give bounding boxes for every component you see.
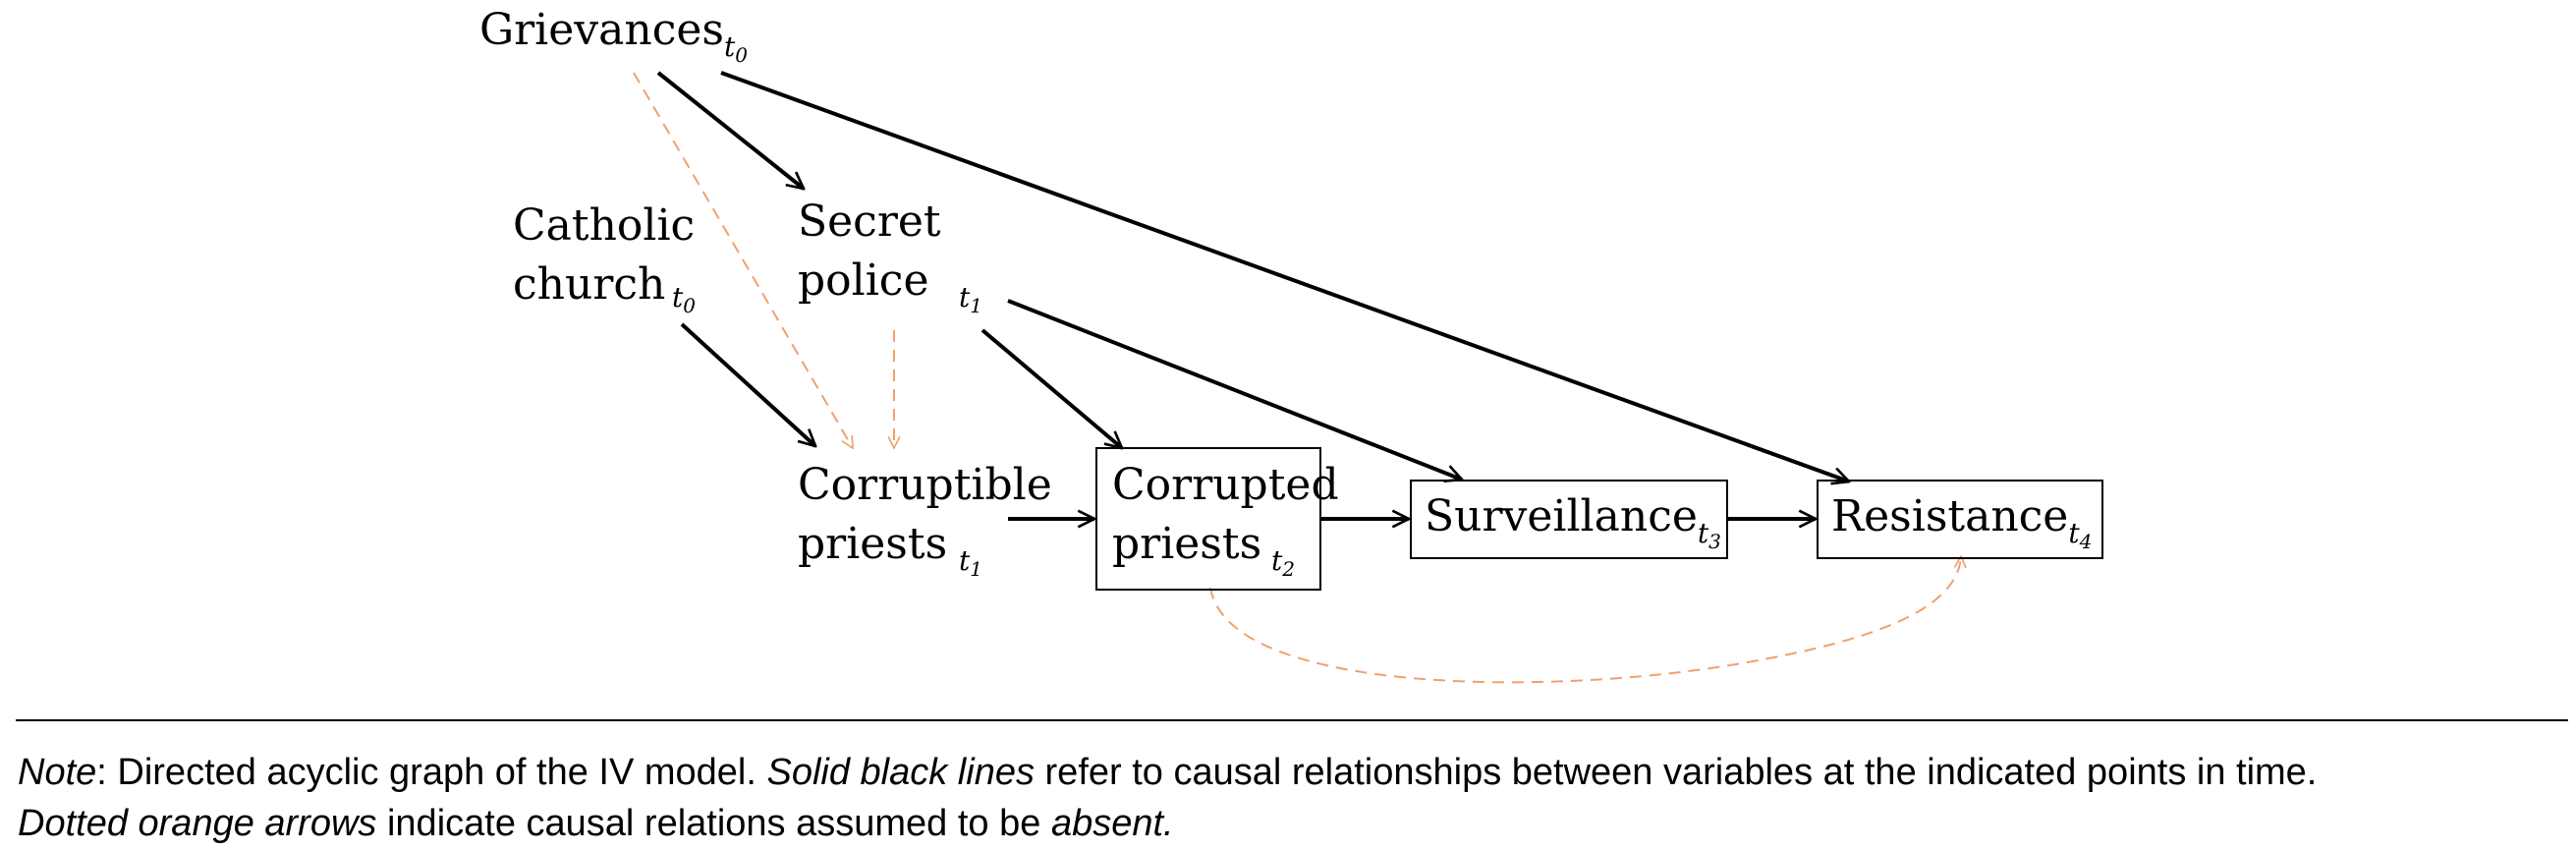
edge-grievances-secret-police [656,71,804,189]
resistance-node: Resistancet4 [1831,491,2092,553]
edge-secret-police-surveillance [1007,299,1462,480]
edge-catholic-church-corruptible-priests [680,322,815,446]
surveillance-box [1410,480,1728,559]
corruptible-priests-time: t1 [959,544,982,581]
corruptible-priests-line2: priests [798,519,947,569]
edge-secret-police-corrupted-priests [980,328,1122,448]
note-text-1: : Directed acyclic graph of the IV model… [96,752,767,793]
surveillance-node: Surveillancet3 [1425,491,1721,553]
catholic-church-line1: Catholic [513,200,695,251]
note-italic-solid: Solid black lines [766,752,1035,793]
figure-note: Note: Directed acyclic graph of the IV m… [18,747,2572,849]
corrupted-priests-line2: priests [1112,519,1261,569]
secret-police-time: t1 [959,281,982,317]
catholic-church-line2: church [513,259,665,310]
edge-grievances-resistance [720,71,1849,482]
resistance-box [1817,480,2103,559]
absent-edge-corrupted-resistance [1209,556,1961,684]
note-label: Note [18,752,97,793]
secret-police-line1: Secret [798,197,941,247]
note-italic-absent: absent. [1050,803,1174,844]
grievances-node: Grievancest0 [479,5,748,67]
note-divider [16,719,2568,721]
note-italic-dotted: Dotted orange arrows [18,803,377,844]
dag-diagram: Grievancest0 Catholic church t0 Secret p… [479,5,2103,684]
corruptible-priests-line1: Corruptible [798,460,1052,510]
absent-edge-grievances-corruptible-priests [633,72,853,448]
corrupted-priests-line1: Corrupted [1112,460,1339,510]
catholic-church-time: t0 [672,281,696,317]
corrupted-priests-box [1095,447,1321,591]
note-text-2: refer to causal relationships between va… [1034,752,2318,793]
note-text-3: indicate causal relations assumed to be [376,803,1051,844]
secret-police-line2: police [798,255,928,306]
corrupted-priests-time: t2 [1271,544,1295,581]
